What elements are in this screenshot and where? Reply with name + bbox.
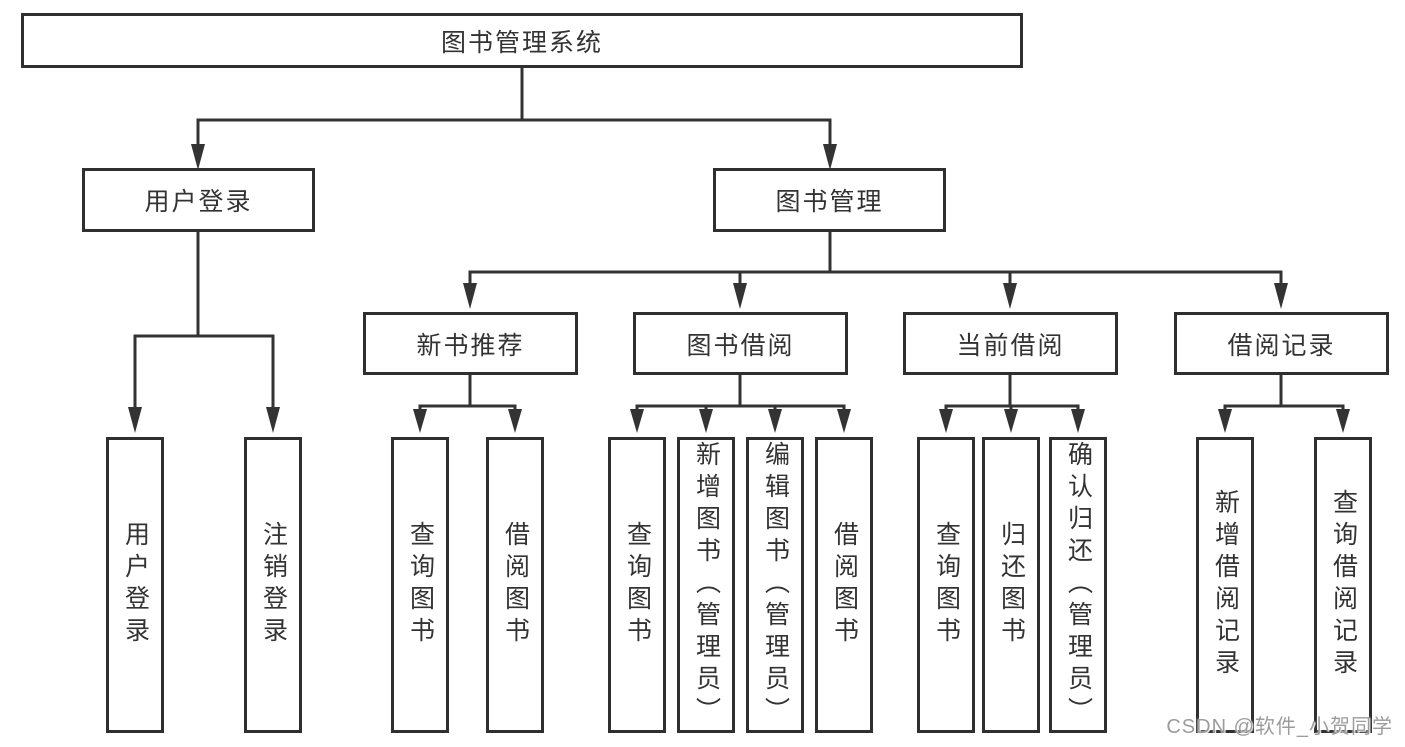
node-new-book-recommend: 新书推荐 <box>363 312 578 375</box>
node-book-borrow: 图书借阅 <box>633 312 848 375</box>
leaf-borrow-add-books-admin: 新增图书（管理员） <box>677 437 735 733</box>
node-label: 查询图书 <box>623 521 652 649</box>
arrowhead-icon <box>191 144 205 170</box>
leaf-user-login: 用户登录 <box>106 437 164 733</box>
node-label: 确认归还（管理员） <box>1064 441 1093 729</box>
arrowhead-icon <box>1071 409 1085 433</box>
node-library-management-system: 图书管理系统 <box>21 13 1023 68</box>
node-label: 注销登录 <box>259 521 288 649</box>
node-label: 查询图书 <box>932 521 961 649</box>
leaf-borrow-edit-books-admin: 编辑图书（管理员） <box>746 437 804 733</box>
leaf-newbook-borrow-books: 借阅图书 <box>486 437 544 733</box>
arrowhead-icon <box>266 407 280 433</box>
node-label: 借阅图书 <box>501 521 530 649</box>
leaf-borrow-borrow-books: 借阅图书 <box>815 437 873 733</box>
node-label: 归还图书 <box>997 521 1026 649</box>
node-borrow-records: 借阅记录 <box>1174 312 1389 375</box>
node-label: 新增图书（管理员） <box>692 441 721 729</box>
arrowhead-icon <box>508 409 522 433</box>
node-label: 查询借阅记录 <box>1329 489 1358 681</box>
node-label: 当前借阅 <box>956 331 1065 360</box>
leaf-borrow-query-books: 查询图书 <box>608 437 666 733</box>
node-label: 新书推荐 <box>416 331 525 360</box>
leaf-records-add-borrow-record: 新增借阅记录 <box>1196 437 1254 733</box>
arrowhead-icon <box>463 283 477 309</box>
arrowhead-icon <box>630 409 644 433</box>
arrowhead-icon <box>1003 283 1017 309</box>
node-book-management: 图书管理 <box>713 168 946 232</box>
node-label: 新增借阅记录 <box>1211 489 1240 681</box>
arrowhead-icon <box>939 409 953 433</box>
node-current-borrow: 当前借阅 <box>903 312 1118 375</box>
arrowhead-icon <box>1004 409 1018 433</box>
leaf-current-confirm-return-admin: 确认归还（管理员） <box>1049 437 1107 733</box>
node-label: 查询图书 <box>406 521 435 649</box>
node-label: 编辑图书（管理员） <box>761 441 790 729</box>
arrowhead-icon <box>1218 409 1232 433</box>
arrowhead-icon <box>1336 409 1350 433</box>
arrowhead-icon <box>413 409 427 433</box>
leaf-current-query-books: 查询图书 <box>917 437 975 733</box>
csdn-watermark: CSDN @软件_小贺同学 <box>1166 716 1393 738</box>
node-label: 图书管理 <box>775 188 884 216</box>
node-label: 图书管理系统 <box>440 28 603 57</box>
arrowhead-icon <box>768 409 782 433</box>
node-label: 借阅图书 <box>830 521 859 649</box>
node-label: 借阅记录 <box>1227 331 1336 360</box>
arrowhead-icon <box>823 144 837 170</box>
leaf-newbook-query-books: 查询图书 <box>391 437 449 733</box>
arrowhead-icon <box>128 407 142 433</box>
node-label: 用户登录 <box>144 188 253 216</box>
leaf-records-query-borrow-record: 查询借阅记录 <box>1314 437 1372 733</box>
node-user-login: 用户登录 <box>82 168 315 232</box>
leaf-logout: 注销登录 <box>244 437 302 733</box>
node-label: 用户登录 <box>121 521 150 649</box>
leaf-current-return-books: 归还图书 <box>982 437 1040 733</box>
arrowhead-icon <box>837 409 851 433</box>
arrowhead-icon <box>733 283 747 309</box>
arrowhead-icon <box>1274 283 1288 309</box>
arrowhead-icon <box>699 409 713 433</box>
node-label: 图书借阅 <box>686 331 795 360</box>
